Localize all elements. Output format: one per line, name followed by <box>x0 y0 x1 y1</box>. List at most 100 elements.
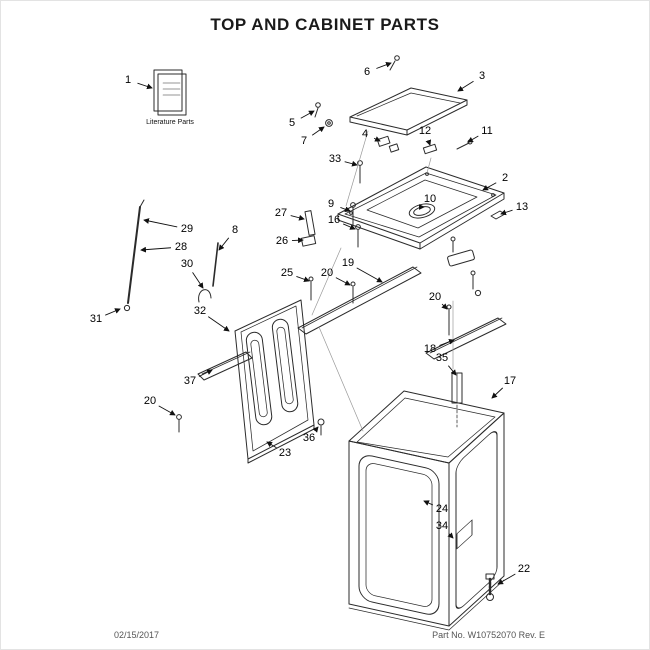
callout-number: 19 <box>342 257 354 269</box>
callout-number: 24 <box>436 503 448 515</box>
callout-9: 9 <box>328 198 351 213</box>
callout-leader <box>335 277 351 286</box>
callout-26: 26 <box>276 235 304 247</box>
callout-37: 37 <box>184 369 213 387</box>
callout-number: 27 <box>275 207 287 219</box>
callout-number: 4 <box>362 128 368 140</box>
callout-number: 29 <box>181 223 193 235</box>
callout-number: 37 <box>184 375 196 387</box>
callout-leader <box>457 80 474 92</box>
footer-date: 02/15/2017 <box>114 630 160 640</box>
callout-32: 32 <box>194 305 230 332</box>
callout-20: 20 <box>321 267 351 286</box>
callout-leader <box>447 532 454 539</box>
callout-number: 20 <box>321 267 333 279</box>
callout-16: 16 <box>328 214 356 230</box>
callout-1: 1 <box>125 74 153 90</box>
callout-number: 9 <box>328 198 334 210</box>
callout-number: 35 <box>436 352 448 364</box>
page-title: TOP AND CABINET PARTS <box>210 15 440 34</box>
literature-parts-label: Literature Parts <box>146 119 194 126</box>
top-deck-drawing <box>337 166 505 250</box>
callout-leader <box>105 308 121 316</box>
callout-18: 18 <box>424 339 455 355</box>
callout-25: 25 <box>281 267 310 283</box>
callout-leader <box>290 214 305 221</box>
callout-leader <box>158 405 176 416</box>
callout-29: 29 <box>143 218 193 235</box>
callout-number: 10 <box>424 193 436 205</box>
callout-number: 25 <box>281 267 293 279</box>
callout-leader <box>497 573 516 585</box>
top-fasteners-drawing <box>314 55 473 155</box>
callout-leader <box>425 139 432 146</box>
callout-27: 27 <box>275 207 305 221</box>
callout-leader <box>376 62 392 69</box>
callout-24: 24 <box>423 500 448 515</box>
footer-part-number: Part No. W10752070 Rev. E <box>432 630 545 640</box>
callout-20: 20 <box>429 291 448 310</box>
callout-17: 17 <box>491 375 516 399</box>
callout-leader <box>140 246 172 253</box>
callout-leader <box>143 218 178 228</box>
leveling-foot-drawing <box>485 573 495 601</box>
lid-drawing <box>349 87 468 136</box>
callout-number: 32 <box>194 305 206 317</box>
callout-leader <box>296 275 310 283</box>
bracket-13-drawing <box>490 210 506 220</box>
callout-number: 34 <box>436 520 448 532</box>
callout-number: 17 <box>504 375 516 387</box>
callout-number: 20 <box>429 291 441 303</box>
callout-number: 7 <box>301 135 307 147</box>
callout-number: 33 <box>329 153 341 165</box>
callout-8: 8 <box>218 224 238 251</box>
callout-leader <box>311 126 325 136</box>
callout-leader <box>356 267 383 283</box>
callout-34: 34 <box>436 520 454 539</box>
bracket-35-drawing <box>451 372 463 428</box>
callout-leader <box>467 135 479 143</box>
callout-leader <box>300 110 315 119</box>
callout-13: 13 <box>500 201 528 216</box>
callout-22: 22 <box>497 563 530 585</box>
callout-30: 30 <box>181 258 204 289</box>
callout-leader <box>441 303 448 310</box>
callout-leader <box>482 182 497 191</box>
front-rail-drawing <box>297 266 422 335</box>
callout-leader <box>137 82 153 90</box>
callout-number: 11 <box>481 125 492 137</box>
callout-leader <box>266 441 277 449</box>
callout-leader <box>312 426 319 433</box>
callout-19: 19 <box>342 257 383 283</box>
callout-number: 8 <box>232 224 238 236</box>
callout-12: 12 <box>419 125 432 146</box>
callout-7: 7 <box>301 126 325 147</box>
callout-number: 20 <box>144 395 156 407</box>
cabinet-drawing <box>348 390 505 631</box>
callout-20: 20 <box>144 395 176 416</box>
small-brackets-drawing <box>300 210 317 247</box>
callout-leader <box>491 387 504 399</box>
callout-number: 2 <box>502 172 508 184</box>
loose-fasteners-drawing <box>176 414 325 436</box>
callout-10: 10 <box>424 193 436 205</box>
callout-number: 31 <box>90 313 102 325</box>
callout-number: 13 <box>516 201 528 213</box>
callout-number: 5 <box>289 117 295 129</box>
callout-leader <box>207 316 230 332</box>
callout-36: 36 <box>303 426 319 444</box>
callout-number: 28 <box>175 241 187 253</box>
latch-drawing <box>447 236 482 297</box>
callout-2: 2 <box>482 172 508 191</box>
callout-leader <box>291 237 304 244</box>
callout-number: 26 <box>276 235 288 247</box>
callout-leader <box>500 209 513 216</box>
callout-leader <box>423 500 434 506</box>
callout-number: 36 <box>303 432 315 444</box>
callout-6: 6 <box>364 62 392 78</box>
callout-leader <box>344 160 358 167</box>
callout-leader <box>439 339 455 346</box>
callout-number: 18 <box>424 343 436 355</box>
